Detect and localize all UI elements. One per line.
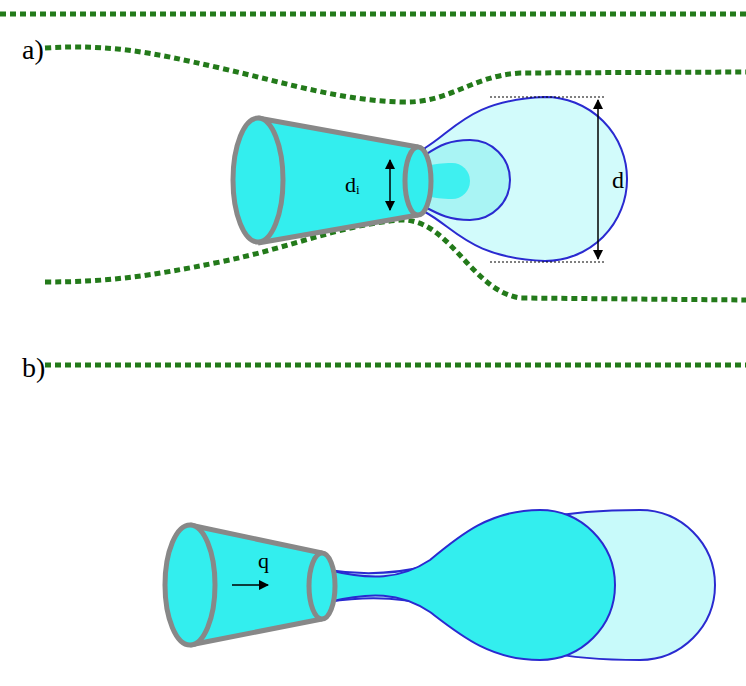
panel-label: a) bbox=[22, 36, 44, 64]
panel-label: b) bbox=[22, 354, 45, 382]
dimension-arrow bbox=[597, 100, 599, 259]
dimension-arrow bbox=[389, 160, 391, 210]
streamline bbox=[45, 220, 746, 300]
pipette bbox=[165, 525, 335, 645]
streamline bbox=[45, 47, 746, 102]
dimension-label: dᵢ bbox=[345, 174, 360, 196]
streamline bbox=[0, 12, 746, 17]
pipette bbox=[233, 118, 431, 243]
extension-line bbox=[490, 262, 606, 263]
dimension-label: d bbox=[612, 168, 624, 192]
flow-label: q bbox=[258, 550, 269, 572]
extension-line bbox=[490, 97, 606, 98]
flow-arrow bbox=[232, 584, 268, 586]
droplet-medium bbox=[425, 140, 510, 220]
droplet-later bbox=[328, 510, 715, 660]
droplet-earlier bbox=[328, 510, 615, 660]
droplet-large bbox=[425, 97, 627, 261]
streamline bbox=[45, 363, 746, 368]
streamlines bbox=[0, 14, 746, 365]
